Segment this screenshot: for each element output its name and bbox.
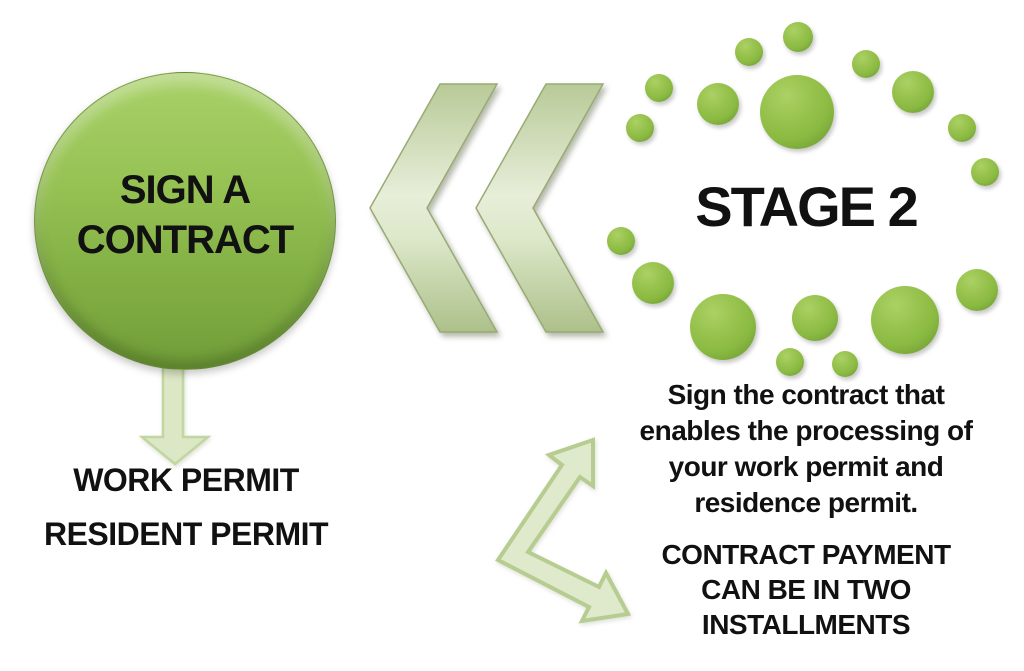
description-line: enables the processing of: [639, 415, 973, 446]
ring-dot: [690, 294, 756, 360]
ring-dot: [632, 262, 674, 304]
chevron-left-icon: [475, 83, 605, 333]
ring-dot: [832, 351, 858, 377]
ring-dot: [626, 114, 654, 142]
ring-dot: [792, 295, 838, 341]
description-line: residence permit.: [694, 487, 918, 518]
sign-contract-label: SIGN A CONTRACT: [76, 165, 294, 265]
ring-dot: [871, 286, 939, 354]
permit-outcome-labels: WORK PERMIT RESIDENT PERMIT: [0, 453, 372, 561]
down-arrow-icon: [138, 364, 212, 466]
payment-line: INSTALLMENTS: [701, 609, 911, 640]
description-line: Sign the contract that: [667, 379, 945, 410]
bent-double-arrow-icon: [495, 437, 632, 624]
ring-dot: [760, 75, 834, 149]
ring-dot: [776, 348, 804, 376]
chevron-left-icon: [369, 83, 499, 333]
sign-contract-circle: SIGN A CONTRACT: [34, 72, 336, 370]
ring-dot: [645, 74, 673, 102]
ring-dot: [783, 22, 813, 52]
double-left-chevron-icon: [369, 83, 605, 333]
ring-dot: [735, 38, 763, 66]
ring-dot: [971, 158, 999, 186]
ring-dot: [697, 83, 739, 125]
stage-title: STAGE 2: [695, 175, 918, 238]
ring-dot: [956, 269, 998, 311]
ring-dot: [892, 71, 934, 113]
resident-permit-label: RESIDENT PERMIT: [43, 516, 329, 552]
sign-contract-line2: CONTRACT: [76, 218, 294, 262]
description-line: your work permit and: [668, 451, 944, 482]
payment-line: CONTRACT PAYMENT: [661, 539, 951, 570]
ring-dot: [852, 50, 880, 78]
sign-contract-line1: SIGN A: [119, 168, 251, 212]
payment-line: CAN BE IN TWO: [701, 574, 911, 605]
ring-dot: [607, 227, 635, 255]
payment-note: CONTRACT PAYMENT CAN BE IN TWO INSTALLME…: [591, 537, 1021, 642]
stage-description: Sign the contract that enables the proce…: [591, 377, 1021, 521]
work-permit-label: WORK PERMIT: [73, 462, 299, 498]
ring-dot: [948, 114, 976, 142]
